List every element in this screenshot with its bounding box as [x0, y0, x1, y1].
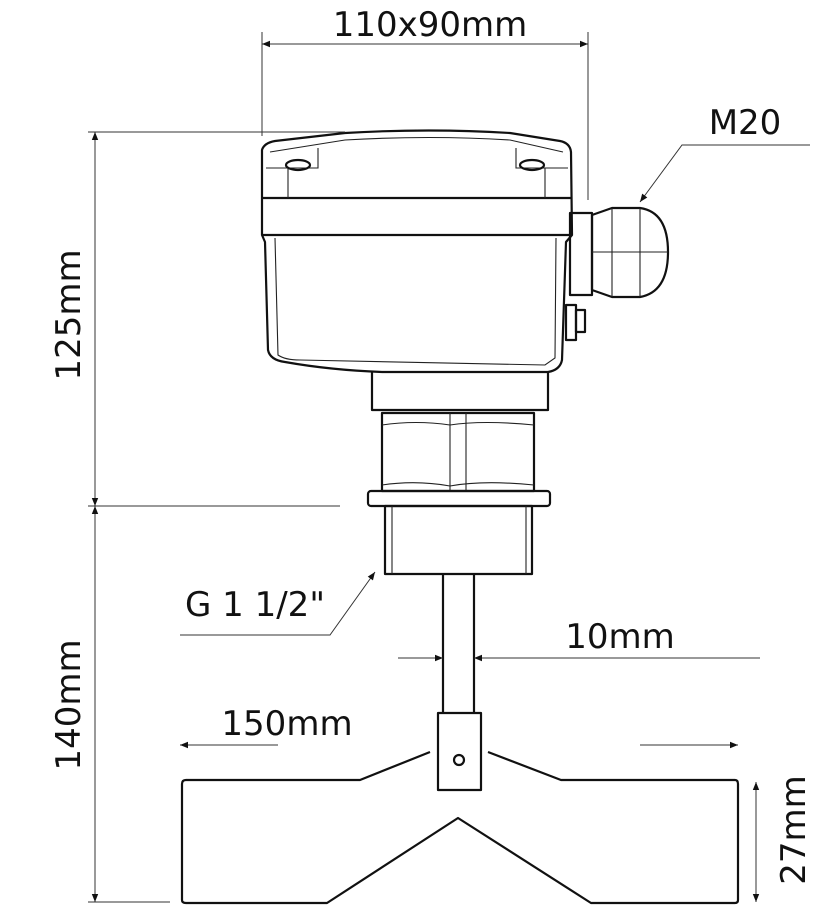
paddle-width-label: 150mm: [221, 704, 352, 744]
housing: [260, 129, 670, 412]
cable-entry-label: M20: [709, 103, 782, 143]
housing-width-dimension: 110x90mm: [261, 5, 589, 200]
cable-entry-callout: M20: [639, 103, 810, 203]
housing-width-label: 110x90mm: [333, 5, 528, 45]
thread-label: G 1 1/2": [185, 585, 325, 625]
screw-icon: [284, 158, 312, 172]
screw-icon: [518, 158, 546, 172]
shaft-diameter-label: 10mm: [565, 617, 675, 657]
lower-height-label: 140mm: [49, 639, 89, 770]
height-dimensions: 125mm 140mm: [49, 131, 345, 903]
shaft-diameter-dimension: 10mm: [398, 617, 760, 662]
process-connection: [366, 411, 552, 576]
upper-height-label: 125mm: [49, 249, 89, 380]
paddle-height-dimension: 27mm: [752, 775, 814, 902]
paddle-width-dimension: 150mm: [180, 704, 738, 749]
thread-callout: G 1 1/2": [180, 571, 376, 636]
paddle-height-label: 27mm: [774, 775, 814, 885]
shaft-and-paddle: [180, 574, 740, 905]
